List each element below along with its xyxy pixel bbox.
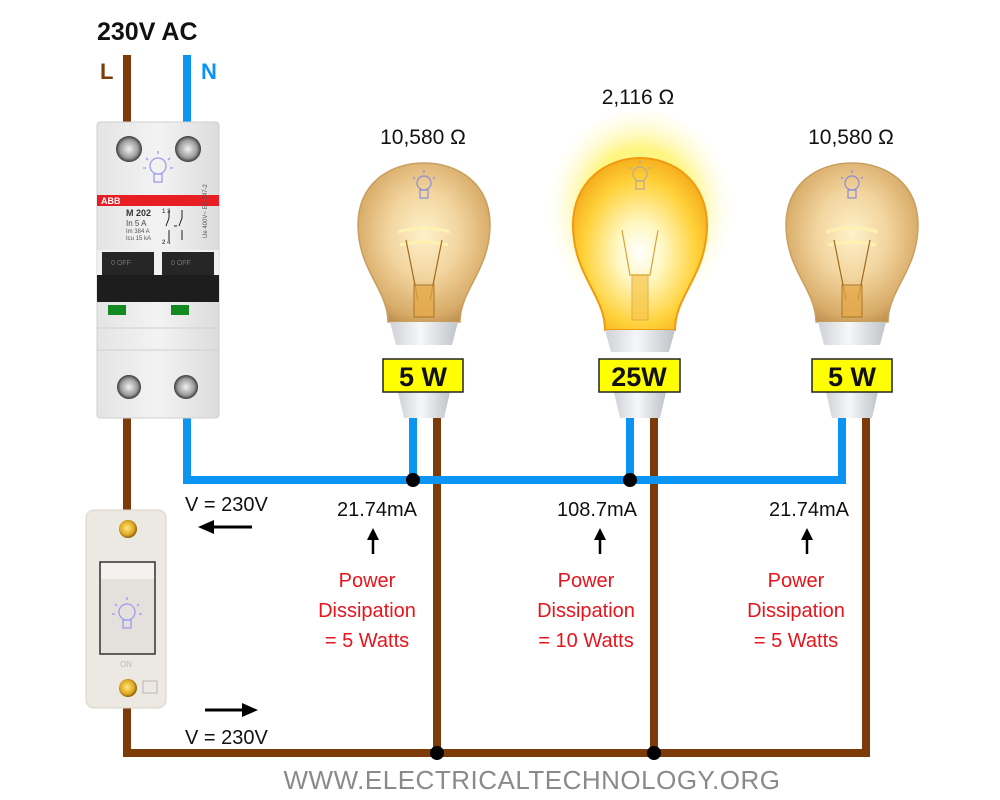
switch-screw-top <box>119 520 137 538</box>
bulb-current: 108.7mA <box>557 499 638 521</box>
breaker-brand: ABB <box>101 196 121 206</box>
filament-icon <box>825 226 879 247</box>
line-label: L <box>100 59 113 84</box>
voltage-label-bottom: V = 230V <box>185 727 269 749</box>
breaker-brand-band <box>97 195 219 206</box>
breaker-screw-bottom-left <box>117 375 141 399</box>
power-line-3: = 5 Watts <box>325 630 409 652</box>
breaker-model: M 202 <box>126 208 151 218</box>
bulb-2: 2,116 Ω 25W <box>542 86 738 418</box>
power-line-1: Power <box>768 570 825 592</box>
bulb-3-annotation: 21.74mA Power Dissipation = 5 Watts <box>747 499 850 652</box>
breaker-rating: In 5 A <box>126 219 147 228</box>
filament-stem-icon <box>621 229 659 321</box>
bulb-current: 21.74mA <box>769 499 850 521</box>
wattage-badge <box>811 358 893 393</box>
bulb-3: 10,580 Ω 5 W <box>785 126 919 418</box>
filament-stem-icon <box>405 239 443 318</box>
power-line-2: Dissipation <box>318 600 416 622</box>
bulb-glass <box>571 156 709 331</box>
filament-stem-icon <box>833 239 871 318</box>
arrow-up-icon <box>801 528 813 554</box>
breaker-state-left: 0 OFF <box>111 260 131 267</box>
power-line-1: Power <box>339 570 396 592</box>
power-line-3: = 5 Watts <box>754 630 838 652</box>
power-line-3: = 10 Watts <box>538 630 633 652</box>
bulb-base-tip <box>826 392 878 418</box>
bulb-base-tip <box>398 392 450 418</box>
bulb-wattage: 5 W <box>399 362 448 392</box>
breaker-state-right: 0 OFF <box>171 260 191 267</box>
lightbulb-logo-icon <box>840 170 864 199</box>
voltage-indicator-bottom: V = 230V <box>185 703 269 749</box>
switch-isi-mark-icon <box>142 680 158 694</box>
switch-rocker-top <box>101 563 154 579</box>
bulb-base <box>605 330 675 352</box>
live-wires <box>123 55 870 757</box>
lightbulb-logo-icon <box>143 151 173 183</box>
lightbulb-logo-icon <box>628 160 652 190</box>
arrow-left-icon <box>198 520 252 534</box>
power-line-2: Dissipation <box>537 600 635 622</box>
breaker-screw-bottom-right <box>174 375 198 399</box>
bulb-1: 10,580 Ω 5 W <box>357 126 491 418</box>
bulb-resistance: 2,116 Ω <box>602 86 675 109</box>
bulb-current: 21.74mA <box>337 499 418 521</box>
wattage-badge <box>382 358 464 393</box>
wall-switch[interactable]: ON <box>85 509 167 709</box>
live-bus-wire <box>123 415 870 757</box>
voltage-indicator-top: V = 230V <box>185 494 269 534</box>
arrow-right-icon <box>205 703 258 717</box>
bulb-wattage: 25W <box>611 362 667 392</box>
circuit-breaker[interactable]: ABB M 202 In 5 A Im 384 A Icu 15 kA 1 3 … <box>96 121 220 419</box>
neutral-label: N <box>201 59 217 84</box>
breaker-standard: Ue 400V~ EC 947-2 <box>203 183 209 238</box>
breaker-contact-symbol-icon <box>165 210 183 240</box>
breaker-toggle-bar[interactable] <box>97 275 219 302</box>
breaker-icu: Icu 15 kA <box>126 236 151 242</box>
switch-state: ON <box>120 660 132 669</box>
breaker-terminals-bottom: 2 4 <box>162 240 171 246</box>
breaker-indicator-right <box>171 305 189 315</box>
junction-dot-neutral-1 <box>406 473 420 487</box>
bulb-resistance: 10,580 Ω <box>380 126 466 149</box>
wattage-badge <box>598 358 681 393</box>
bulb-2-annotation: 108.7mA Power Dissipation = 10 Watts <box>537 499 638 652</box>
neutral-wires <box>183 55 846 484</box>
bulb-wattage: 5 W <box>828 362 877 392</box>
bulb-base-tip <box>614 392 666 418</box>
breaker-im: Im 384 A <box>126 229 150 235</box>
breaker-screw-top-right <box>175 136 201 162</box>
arrow-up-icon <box>594 528 606 554</box>
breaker-terminals-top: 1 3 <box>162 209 171 215</box>
bulb-base <box>818 322 886 345</box>
bulb-resistance: 10,580 Ω <box>808 126 894 149</box>
supply-title: 230V AC <box>97 18 198 46</box>
neutral-bus-wire <box>183 415 846 484</box>
bulb-1-annotation: 21.74mA Power Dissipation = 5 Watts <box>318 499 418 652</box>
arrow-up-icon <box>367 528 379 554</box>
lightbulb-logo-icon <box>112 597 142 629</box>
breaker-indicator-left <box>108 305 126 315</box>
switch-screw-bottom <box>119 679 137 697</box>
filament-icon <box>397 226 451 247</box>
power-line-1: Power <box>558 570 615 592</box>
junction-dot-live-1 <box>430 746 444 760</box>
power-line-2: Dissipation <box>747 600 845 622</box>
breaker-screw-top-left <box>116 136 142 162</box>
junctions <box>406 473 661 760</box>
junction-dot-neutral-2 <box>623 473 637 487</box>
lightbulb-logo-icon <box>412 170 436 199</box>
voltage-label-top: V = 230V <box>185 494 269 516</box>
watermark[interactable]: WWW.ELECTRICALTECHNOLOGY.ORG <box>284 765 781 795</box>
junction-dot-live-2 <box>647 746 661 760</box>
bulb-base <box>390 322 458 345</box>
